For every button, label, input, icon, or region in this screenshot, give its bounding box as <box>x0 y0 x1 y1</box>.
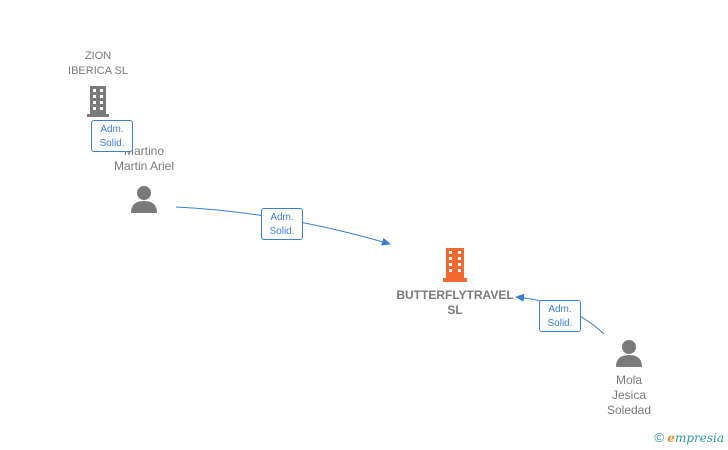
relation-badge[interactable]: Adm. Solid. <box>91 120 133 152</box>
brand-e-glyph: e <box>667 431 675 445</box>
company-label: BUTTERFLYTRAVEL SL <box>396 288 514 317</box>
badge-line2: Solid. <box>99 138 125 149</box>
empresia-logo: © empresia <box>654 430 724 445</box>
badge-line2: Solid. <box>547 318 573 329</box>
badge-line2: Solid. <box>269 226 295 237</box>
building-icon <box>438 246 472 282</box>
person-icon <box>129 184 159 214</box>
badge-line1: Adm. <box>270 212 294 223</box>
node-mola-jesica-soledad[interactable]: Mola Jesica Soledad <box>589 338 669 418</box>
relation-badge[interactable]: Adm. Solid. <box>261 208 303 240</box>
company-label: ZION IBERICA SL <box>68 50 128 77</box>
person-icon <box>614 338 644 368</box>
relation-badge[interactable]: Adm. Solid. <box>539 300 581 332</box>
node-martino-martin-ariel[interactable]: Martino Martin Ariel <box>94 144 194 214</box>
building-icon <box>81 83 115 117</box>
node-zion-iberica[interactable]: ZION IBERICA SL <box>50 49 146 117</box>
person-label: Mola Jesica Soledad <box>606 373 652 417</box>
person-label: Martino Martin Ariel <box>113 144 175 173</box>
copyright-icon: © <box>654 430 664 445</box>
brand-name: mpresia <box>674 431 724 445</box>
badge-line1: Adm. <box>548 304 572 315</box>
badge-line1: Adm. <box>100 124 124 135</box>
node-butterflytravel[interactable]: BUTTERFLYTRAVEL SL <box>385 246 525 318</box>
